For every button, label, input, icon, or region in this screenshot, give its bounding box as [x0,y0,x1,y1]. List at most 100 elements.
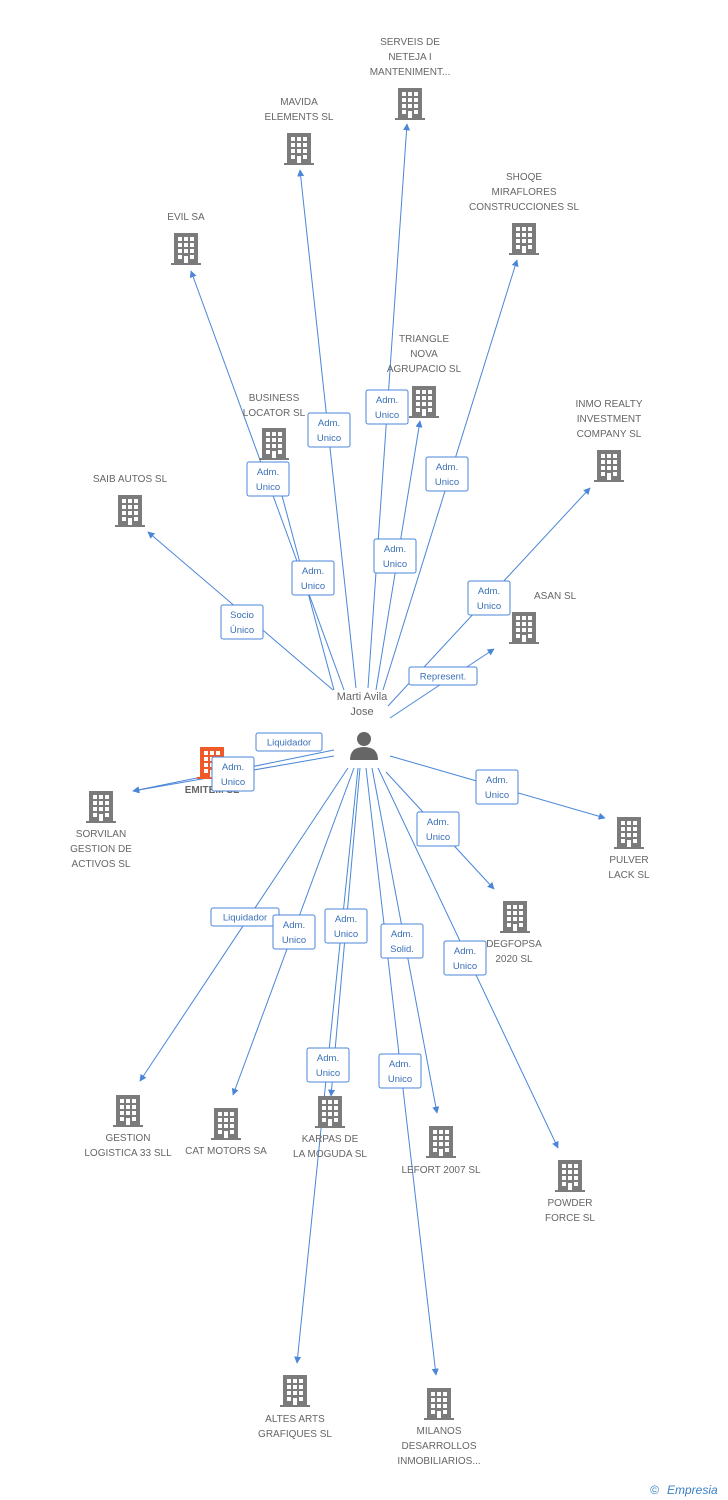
person-name[interactable]: Jose [350,706,373,718]
company-name[interactable]: INMOBILIARIOS... [397,1456,480,1467]
person-icon[interactable] [350,732,378,760]
relation-label-box[interactable] [408,666,478,686]
relation-label-box[interactable] [378,1053,422,1089]
building-icon[interactable] [395,88,425,120]
building-icon[interactable] [86,791,116,823]
building-icon[interactable] [500,901,530,933]
company-name[interactable]: ACTIVOS SL [72,859,131,870]
company-name[interactable]: ASAN SL [534,591,577,602]
company-name[interactable]: GESTION DE [70,844,132,855]
relation-label-asan[interactable]: Represent. [408,666,478,686]
building-icon[interactable] [315,1096,345,1128]
building-icon[interactable] [115,495,145,527]
company-name[interactable]: DESARROLLOS [401,1441,476,1452]
relation-label-box[interactable] [220,604,264,640]
relation-label-box[interactable] [306,1047,350,1083]
relation-label-box[interactable] [255,732,323,752]
relation-label-box[interactable] [380,923,424,959]
company-node-mavida[interactable]: MAVIDA ELEMENTS SL [265,97,334,165]
building-icon[interactable] [284,133,314,165]
relation-label-degfopsa[interactable]: Adm.Unico [416,811,460,847]
building-icon[interactable] [113,1095,143,1127]
relation-label-mavida[interactable]: Adm.Unico [307,412,351,448]
company-name[interactable]: LA MOGUDA SL [293,1149,367,1160]
relation-label-catmotors[interactable]: Adm.Unico [272,914,316,950]
relation-label-serveis[interactable]: Adm.Unico [365,389,409,425]
building-icon[interactable] [594,450,624,482]
company-node-sorvilan[interactable]: SORVILAN GESTION DE ACTIVOS SL [70,791,132,870]
company-name[interactable]: ELEMENTS SL [265,112,334,123]
company-name[interactable]: NETEJA I [388,52,431,63]
company-name[interactable]: CAT MOTORS SA [185,1146,267,1157]
company-node-asan[interactable]: ASAN SL [509,591,577,644]
company-name[interactable]: MAVIDA [280,97,318,108]
company-name[interactable]: MIRAFLORES [491,187,556,198]
company-node-lefort[interactable]: LEFORT 2007 SL [401,1126,481,1176]
company-node-karpas[interactable]: KARPAS DE LA MOGUDA SL [293,1096,367,1160]
company-name[interactable]: SHOQE [506,172,542,183]
company-name[interactable]: ALTES ARTS [265,1414,325,1425]
relation-label-powder[interactable]: Adm.Unico [443,940,487,976]
company-name[interactable]: SAIB AUTOS SL [93,474,168,485]
company-name[interactable]: LEFORT 2007 SL [401,1165,481,1176]
building-icon[interactable] [409,386,439,418]
company-name[interactable]: KARPAS DE [302,1134,359,1145]
building-icon[interactable] [171,233,201,265]
relation-label-box[interactable] [475,769,519,805]
company-name[interactable]: 2020 SL [495,954,533,965]
person-name[interactable]: Marti Avila [337,691,388,703]
company-node-catmotors[interactable]: CAT MOTORS SA [185,1108,267,1157]
relation-label-evil[interactable]: Adm.Unico [246,461,290,497]
relation-label-shoqe[interactable]: Adm.Unico [425,456,469,492]
company-name[interactable]: POWDER [548,1198,593,1209]
relation-label-box[interactable] [246,461,290,497]
company-node-serveis[interactable]: SERVEIS DE NETEJA I MANTENIMENT... [370,37,451,120]
company-name[interactable]: SORVILAN [76,829,126,840]
relation-label-inmo[interactable]: Adm.Unico [467,580,511,616]
building-icon[interactable] [509,223,539,255]
company-node-altes[interactable]: ALTES ARTS GRAFIQUES SL [258,1375,332,1440]
company-name[interactable]: INMO REALTY [575,399,642,410]
company-name[interactable]: MANTENIMENT... [370,67,451,78]
relation-label-box[interactable] [307,412,351,448]
relation-label-box[interactable] [416,811,460,847]
company-name[interactable]: SERVEIS DE [380,37,440,48]
relation-label-karpas[interactable]: Adm.Unico [324,908,368,944]
building-icon[interactable] [211,1108,241,1140]
relation-label-box[interactable] [365,389,409,425]
building-icon[interactable] [280,1375,310,1407]
company-node-evil[interactable]: EVIL SA [167,212,205,265]
company-name[interactable]: NOVA [410,349,438,360]
relation-label-triangle[interactable]: Adm.Unico [373,538,417,574]
building-icon[interactable] [555,1160,585,1192]
company-name[interactable]: AGRUPACIO SL [387,364,462,375]
company-name[interactable]: GRAFIQUES SL [258,1429,332,1440]
relation-label-pulver[interactable]: Adm.Unico [475,769,519,805]
relation-label-altes[interactable]: Adm.Unico [306,1047,350,1083]
company-node-saib[interactable]: SAIB AUTOS SL [93,474,168,527]
relation-label-box[interactable] [373,538,417,574]
relation-label-box[interactable] [211,756,255,792]
relation-label-box[interactable] [272,914,316,950]
relation-label-box[interactable] [425,456,469,492]
relation-label-box[interactable] [324,908,368,944]
building-icon[interactable] [509,612,539,644]
company-name[interactable]: LOCATOR SL [243,408,306,419]
company-name[interactable]: MILANOS [416,1426,461,1437]
relation-label-sorvilan[interactable]: Adm.Unico [211,756,255,792]
company-name[interactable]: COMPANY SL [577,429,642,440]
building-icon[interactable] [259,428,289,460]
company-name[interactable]: CONSTRUCCIONES SL [469,202,579,213]
company-node-shoqe[interactable]: SHOQE MIRAFLORES CONSTRUCCIONES SL [469,172,579,255]
building-icon[interactable] [426,1126,456,1158]
relation-label-lefort[interactable]: Adm.Solid. [380,923,424,959]
